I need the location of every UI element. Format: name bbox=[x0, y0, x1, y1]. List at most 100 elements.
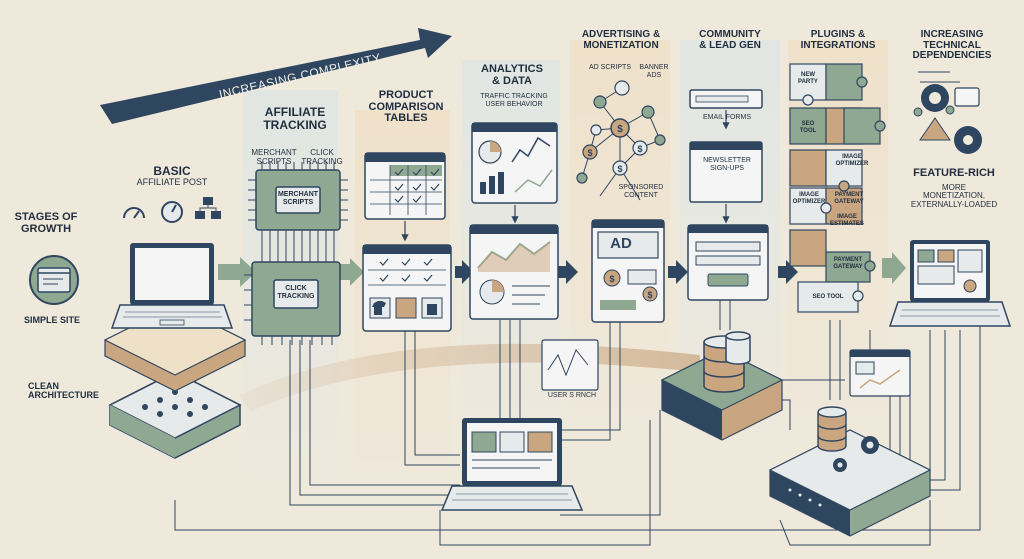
basic-laptop bbox=[103, 243, 247, 392]
analytics-line-2: & DATA bbox=[492, 74, 532, 87]
merchant-chip bbox=[255, 169, 341, 231]
dollar-glyph-1: $ bbox=[617, 124, 623, 135]
complexity-arrow bbox=[100, 28, 452, 124]
ad-node-g bbox=[612, 160, 628, 176]
simple-site-label: SIMPLE SITE bbox=[23, 315, 80, 325]
newsletter-line-2: SIGN-UPS bbox=[710, 165, 744, 173]
connector-lines bbox=[174, 300, 981, 546]
svg-text:$: $ bbox=[647, 290, 652, 300]
merchant-scripts-top-label: MERCHANT SCRIPTS bbox=[250, 148, 298, 166]
chip-pins bbox=[244, 162, 348, 345]
arrow-5 bbox=[668, 260, 688, 284]
simple-site-icon bbox=[29, 255, 79, 305]
arrow-3 bbox=[455, 260, 474, 284]
puzzle-image-estimates-label: IMAGE ESTIMATES bbox=[826, 214, 868, 228]
ad-node-c bbox=[590, 124, 602, 136]
click-chip-label: CLICK TRACKING bbox=[274, 285, 318, 301]
database-icon-small bbox=[725, 331, 751, 365]
dependencies-line-3: DEPENDENCIES bbox=[912, 50, 992, 61]
clean-architecture-line-1: CLEAN bbox=[28, 381, 59, 391]
mini-dashboard-card bbox=[849, 349, 911, 397]
image-est-line-2: ESTIMATES bbox=[830, 220, 864, 227]
puzzle-seo-tool-label: SEO TOOL bbox=[790, 121, 826, 135]
basic-affiliate-post-title: BASIC AFFILIATE POST bbox=[120, 165, 224, 187]
seo-tool-line-2: TOOL bbox=[799, 127, 817, 134]
image-est-line-1: IMAGE bbox=[837, 214, 857, 220]
ad-node-h bbox=[576, 172, 588, 184]
ad-node-b bbox=[641, 105, 655, 119]
click-tracking-top-label: CLICK TRACKING bbox=[298, 148, 346, 166]
email-forms-label: EMAIL FORMS bbox=[703, 114, 751, 121]
basic-line-2: AFFILIATE POST bbox=[136, 176, 208, 187]
ad-node-a bbox=[593, 95, 607, 109]
server-platform bbox=[768, 429, 932, 537]
flow-arrows bbox=[218, 252, 906, 287]
analytics-dashboard-card bbox=[471, 122, 558, 204]
comparison-line-3: TABLES bbox=[384, 112, 428, 125]
clean-architecture-block bbox=[108, 371, 242, 459]
clean-architecture-label: CLEAN ARCHITECTURE bbox=[28, 381, 112, 401]
banner-ads-line-2: ADS bbox=[646, 72, 662, 80]
click-chip bbox=[251, 261, 341, 337]
community-line-2: & LEAD GEN bbox=[699, 39, 761, 51]
arrow-6 bbox=[778, 260, 798, 284]
ad-page-card: $ $ bbox=[591, 219, 665, 323]
feature-sub-line-2: MONETIZATION, bbox=[922, 191, 986, 201]
dependency-icons bbox=[913, 71, 982, 154]
basic-line-1: BASIC bbox=[153, 164, 191, 178]
clean-architecture-line-2: ARCHITECTURE bbox=[28, 390, 99, 401]
puzzle-piece-6 bbox=[789, 149, 827, 187]
click-top-line-2: TRACKING bbox=[301, 157, 343, 167]
puzzle-piece-8 bbox=[789, 187, 827, 225]
feature-rich-title: FEATURE-RICH bbox=[913, 167, 995, 179]
seo-tool-line-1: SEO bbox=[801, 121, 815, 127]
payment2-line-1: PAYMENT bbox=[833, 257, 863, 263]
analytics-data-title: ANALYTICS & DATA bbox=[462, 63, 562, 87]
ad-scripts-label: AD SCRIPTS bbox=[588, 64, 631, 71]
puzzle-grid bbox=[789, 63, 886, 313]
feature-sub-line-1: MORE bbox=[942, 183, 966, 192]
payment-line-1: PAYMENT bbox=[834, 192, 864, 198]
merchant-chip-line-2: SCRIPTS bbox=[282, 199, 314, 207]
banner-ads-label: BANNER ADS bbox=[634, 64, 674, 80]
svg-text:$: $ bbox=[609, 274, 614, 284]
image-opt-line-1: IMAGE bbox=[842, 154, 862, 160]
image-opt2-line-1: IMAGE bbox=[799, 192, 819, 198]
affiliate-line-1: AFFILIATE bbox=[264, 105, 326, 119]
analytics-chart-card bbox=[469, 224, 559, 320]
newsletter-line-1: NEWSLETTER bbox=[703, 157, 751, 164]
user-search-label: USER S RNCH bbox=[547, 392, 597, 399]
gauge-icons bbox=[123, 197, 221, 223]
stages-of-growth-line-1: STAGES OF bbox=[14, 211, 78, 223]
puzzle-image-optimizer-2-label: IMAGE OPTIMIZER bbox=[790, 192, 828, 206]
puzzle-payment-gateway-2-label: PAYMENT GATEWAY bbox=[826, 257, 870, 271]
user-search-card bbox=[541, 339, 599, 391]
new-party-line-1: NEW bbox=[801, 72, 815, 78]
comparison-product-card bbox=[362, 244, 452, 332]
arrow-2 bbox=[340, 258, 364, 286]
dependencies-title: INCREASING TECHNICAL DEPENDENCIES bbox=[900, 29, 1004, 62]
ad-node-d bbox=[632, 140, 648, 156]
analytics-line-1: ANALYTICS bbox=[481, 63, 543, 75]
plugins-line-2: INTEGRATIONS bbox=[800, 39, 876, 51]
feature-rich-subtitle: MORE MONETIZATION, EXTERNALLY-LOADED bbox=[900, 183, 1008, 209]
new-party-line-2: PARTY bbox=[798, 78, 818, 85]
dollar-glyph-3: $ bbox=[617, 164, 622, 174]
newsletter-label: NEWSLETTER SIGN-UPS bbox=[692, 157, 762, 173]
bottom-laptop bbox=[440, 418, 584, 511]
click-top-line-1: CLICK bbox=[310, 148, 334, 157]
comparison-tables-title: PRODUCT COMPARISON TABLES bbox=[356, 89, 456, 125]
traffic-tracking-label: TRAFFIC TRACKING USER BEHAVIOR bbox=[460, 93, 568, 109]
image-opt2-line-2: OPTIMIZER bbox=[792, 198, 826, 205]
dollar-glyph-2: $ bbox=[637, 144, 642, 154]
stages-of-growth-line-2: GROWTH bbox=[20, 222, 72, 235]
server-database-icon bbox=[817, 406, 847, 452]
merchant-chip-line-1: MERCHANT bbox=[277, 191, 319, 198]
puzzle-seo-tool-2-label: SEO TOOL bbox=[812, 294, 844, 300]
puzzle-piece-7 bbox=[825, 149, 863, 187]
puzzle-payment-gateway-label: PAYMENT GATEWAY bbox=[828, 192, 870, 206]
plugins-line-1: PLUGINS & bbox=[810, 29, 866, 40]
comparison-line-2: COMPARISON bbox=[368, 100, 444, 113]
